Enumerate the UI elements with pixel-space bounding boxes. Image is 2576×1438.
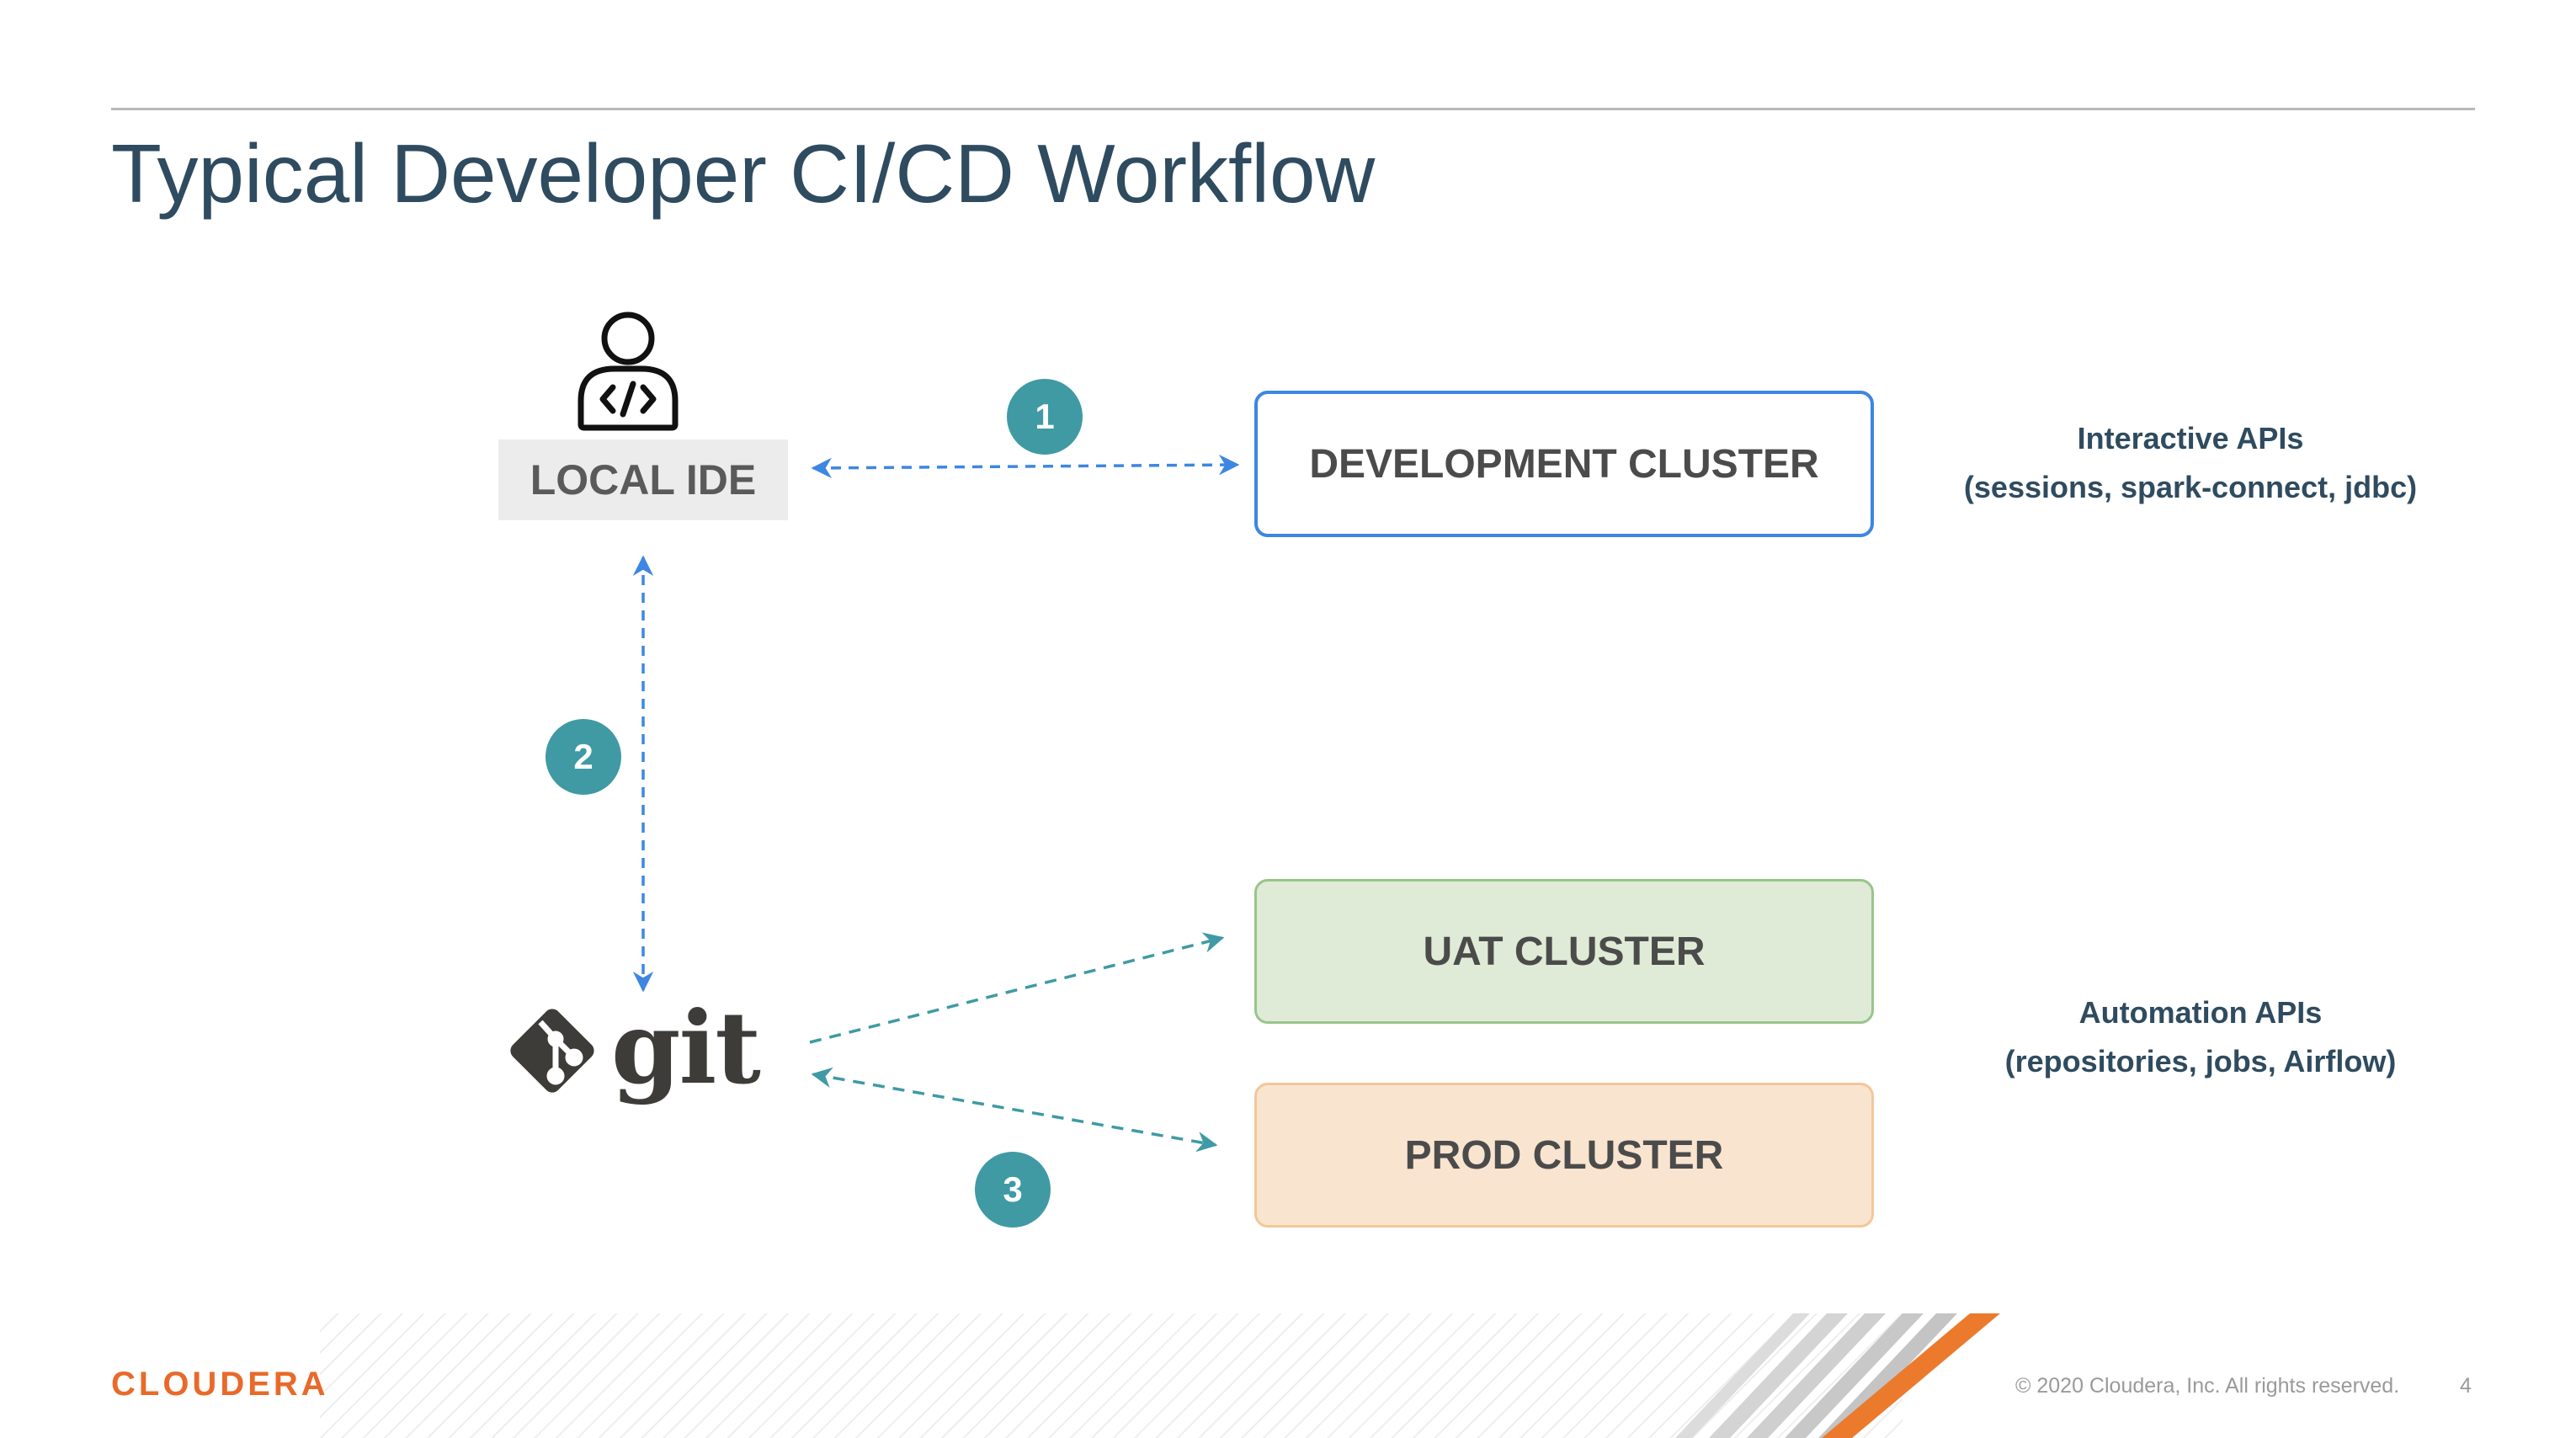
arrow-git-to-prod [811, 1067, 1218, 1153]
developer-icon [577, 312, 679, 431]
git-logo-icon [510, 1009, 594, 1093]
footer-hatch-band [320, 1313, 1903, 1438]
automation-apis-subtitle: (repositories, jobs, Airflow) [2004, 1044, 2397, 1078]
uat-cluster-box: UAT CLUSTER [1254, 879, 1874, 1024]
top-divider [111, 108, 2475, 110]
automation-apis-title: Automation APIs [2078, 995, 2323, 1030]
footer-stripes [1675, 1313, 2000, 1438]
git-wordmark: git [611, 989, 761, 1106]
slide-title: Typical Developer CI/CD Workflow [111, 127, 1376, 220]
copyright-text: © 2020 Cloudera, Inc. All rights reserve… [2015, 1374, 2400, 1398]
step-badge-2: 2 [546, 719, 621, 795]
git-logo-branch [538, 1020, 583, 1085]
cloudera-logo: CLOUDERA [111, 1366, 329, 1403]
interactive-apis-subtitle: (sessions, spark-connect, jdbc) [1963, 470, 2418, 504]
arrow-ide-to-dev [811, 454, 1240, 479]
step-badge-3: 3 [975, 1152, 1051, 1228]
step-badge-1: 1 [1007, 379, 1083, 455]
local-ide-label: LOCAL IDE [498, 439, 788, 520]
prod-cluster-box: PROD CLUSTER [1254, 1083, 1874, 1228]
arrow-git-to-uat [809, 932, 1225, 1044]
interactive-apis-title: Interactive APIs [2077, 421, 2304, 455]
development-cluster-box: DEVELOPMENT CLUSTER [1254, 391, 1874, 537]
page-number: 4 [2460, 1374, 2472, 1398]
